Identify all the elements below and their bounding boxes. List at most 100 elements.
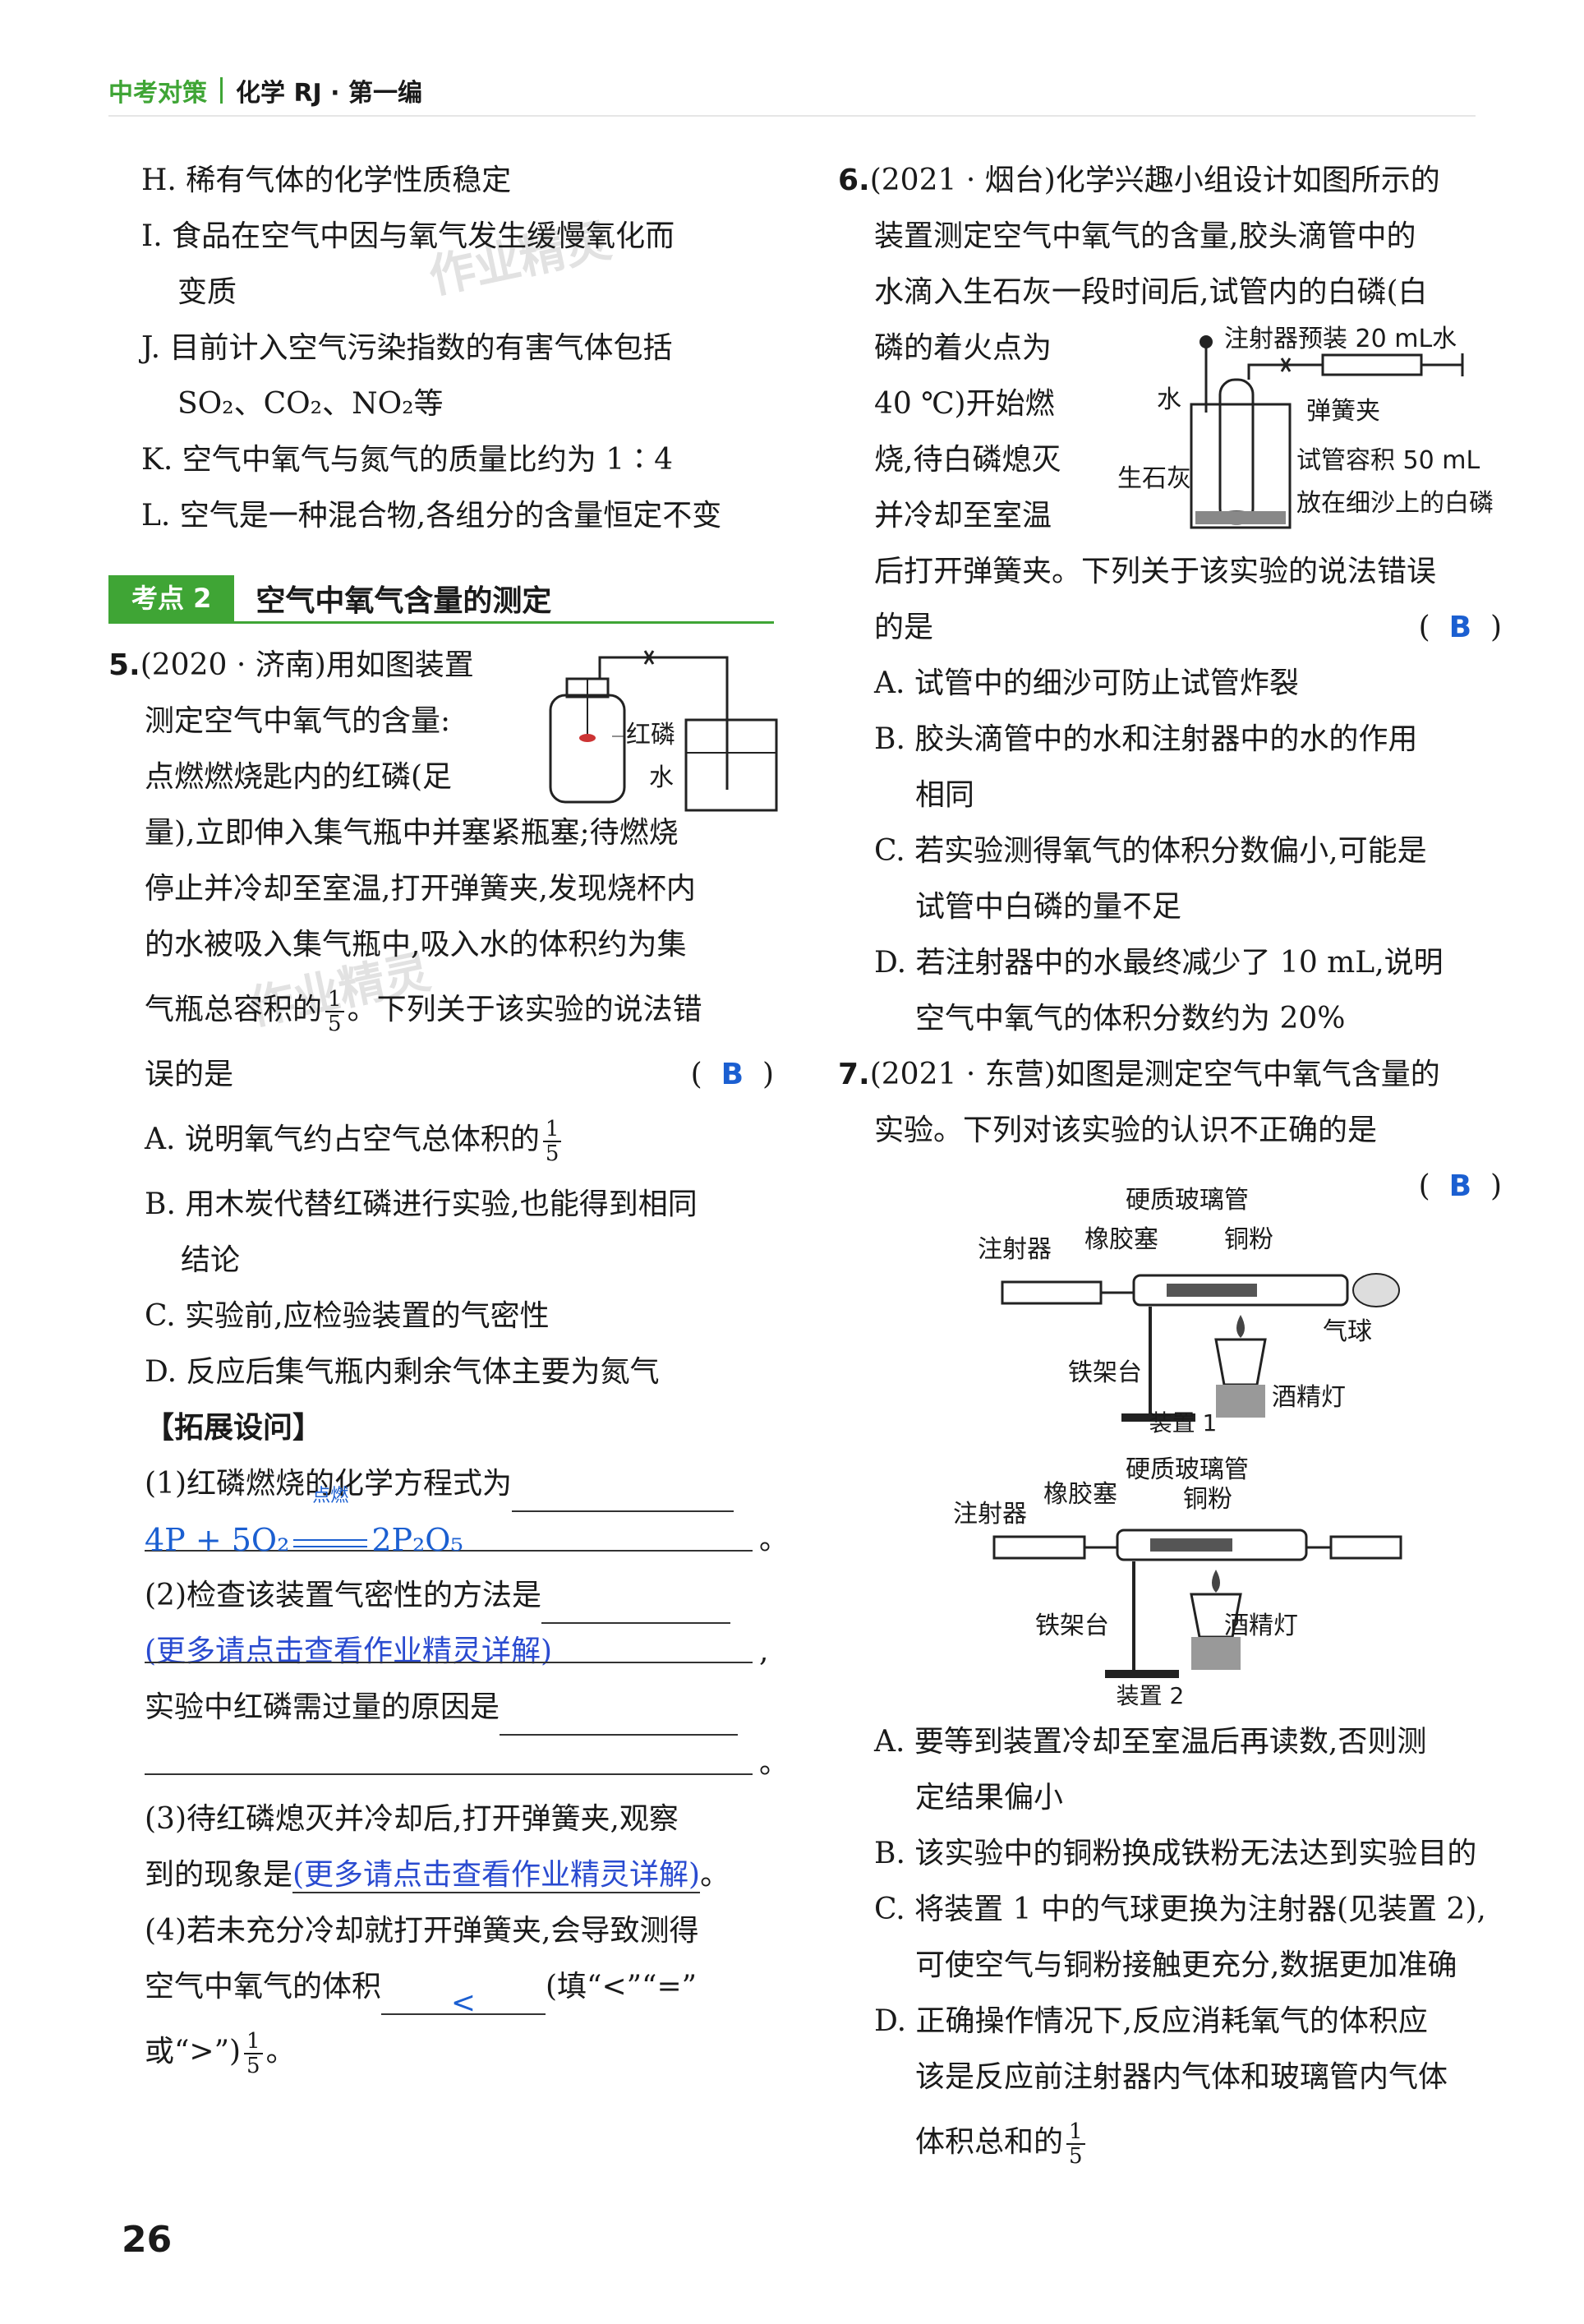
option-i: I. 食品在空气中因与氧气发生缓慢氧化而 [141,219,675,253]
q5-text: 停止并冷却至室温,打开弹簧夹,发现烧杯内 [145,872,696,906]
label-copper: 铜粉 [1183,1485,1232,1514]
q5-text: 的水被吸入集气瓶中,吸入水的体积约为集 [145,928,687,961]
question-5: 5.(2020 · 济南)用如图装置 测定空气中氧气的含量: 点燃燃烧匙内的红磷… [108,648,790,2078]
ext-q1: (1)红磷燃烧的化学方程式为 [145,1467,512,1501]
beaker [684,718,778,812]
figure-q7-device-1: 硬质玻璃管 注射器 橡胶塞 铜粉 气球 铁架台 酒精灯 [978,1186,1400,1422]
q7-option-a: A. 要等到装置冷却至室温后再读数,否则测 [874,1725,1427,1759]
q5-text: 误的是 [145,1058,234,1091]
answer-q5-4: < [381,1976,546,2020]
tube [598,656,729,790]
option-k: K. 空气中氧气与氮气的质量比约为 1∶4 [141,443,674,477]
caption-device-1: 装置 1 [1149,1409,1218,1436]
syringe [1001,1280,1103,1305]
syringe [1321,353,1423,376]
ext-q2: (2)检查该装置气密性的方法是 [145,1579,541,1612]
blank [541,1584,730,1624]
syringe [992,1535,1086,1560]
label-syringe: 注射器 [953,1500,1027,1529]
more-details-link[interactable]: (更多请点击查看作业精灵详解) [292,1858,701,1893]
section-header: 考点 2 空气中氧气含量的测定 [108,575,551,621]
balloon [1352,1273,1400,1307]
ext-q2b: 实验中红磷需过量的原因是 [145,1690,500,1724]
question-number: 5. [108,648,140,682]
label-stand: 铁架台 [1068,1358,1142,1387]
q6-option-a: A. 试管中的细沙可防止试管炸裂 [874,666,1299,700]
q6-text: (2021 · 烟台)化学兴趣小组设计如图所示的 [869,164,1440,197]
q6-text: 并冷却至室温 [874,499,1052,533]
label-tube: 试管容积 50 mL [1296,446,1480,475]
label-red-phosphorus: 红磷 [626,721,675,749]
right-column: 6.(2021 · 烟台)化学兴趣小组设计如图所示的 装置测定空气中氧气的含量,… [838,153,1502,1215]
beaker [1190,403,1292,529]
copper-powder [1167,1284,1257,1297]
label-quicklime: 生石灰 [1117,464,1191,493]
q6-text: 烧,待白磷熄灭 [874,443,1061,477]
q7-option-d: D. 正确操作情况下,反应消耗氧气的体积应 [874,2004,1428,2038]
header-divider [220,77,223,104]
glass-tube [1116,1529,1308,1561]
label-tube: 硬质玻璃管 [1126,1186,1249,1215]
q6-text: 水滴入生石灰一段时间后,试管内的白磷(白 [874,275,1428,309]
lamp [1214,1338,1267,1386]
left-column: H. 稀有气体的化学性质稳定 I. 食品在空气中因与氧气发生缓慢氧化而 变质 J… [141,153,774,544]
q6-option-d: D. 若注射器中的水最终减少了 10 mL,说明 [874,946,1444,980]
glass-tube [1132,1274,1349,1307]
option-l: L. 空气是一种混合物,各组分的含量恒定不变 [141,499,722,533]
ext-q4: (4)若未充分冷却就打开弹簧夹,会导致测得 [145,1914,699,1948]
blank [512,1473,734,1512]
answer-q7: B [1448,1169,1472,1203]
q6-text: 后打开弹簧夹。下列关于该实验的说法错误 [874,555,1437,588]
q6-text: 的是 [874,611,934,644]
figure-q6-apparatus: 注射器预装 20 mL水 水 弹簧夹 生石灰 试管容积 50 mL 放在细沙上的… [1117,325,1494,529]
label-stand: 铁架台 [1035,1612,1109,1640]
q5-option-a: A. 说明氧气约占空气总体积的 [145,1123,540,1156]
page-number: 26 [122,2219,173,2261]
q7-options: A. 要等到装置冷却至室温后再读数,否则测 定结果偏小 B. 该实验中的铜粉换成… [874,1725,1486,2169]
question-number: 7. [838,1058,870,1091]
q6-option-c: C. 若实验测得氧气的体积分数偏小,可能是 [874,834,1427,868]
label-water: 水 [649,763,674,792]
quicklime [1195,511,1286,524]
option-j: J. 目前计入空气污染指数的有害气体包括 [141,331,673,365]
label-stopper: 橡胶塞 [1084,1225,1158,1254]
subject-name: 化学 RJ · 第一编 [236,79,422,108]
q5-option-d: D. 反应后集气瓶内剩余气体主要为氮气 [145,1355,660,1389]
label-lamp: 酒精灯 [1224,1612,1298,1640]
answer-q6: B [1448,611,1472,644]
option-h: H. 稀有气体的化学性质稳定 [141,164,512,197]
q7-text: (2021 · 东营)如图是测定空气中氧气含量的 [869,1058,1440,1091]
ext-q4b: 空气中氧气的体积 [145,1970,382,2004]
label-phosphorus: 放在细沙上的白磷 [1296,489,1494,518]
q5-option-c: C. 实验前,应检验装置的气密性 [145,1299,550,1333]
question-number: 6. [838,164,870,197]
ext-q3b: 到的现象是 [145,1858,293,1892]
caption-device-2: 装置 2 [1116,1682,1185,1709]
label-clip: 弹簧夹 [1306,397,1380,426]
q6-option-b: B. 胶头滴管中的水和注射器中的水的作用 [874,722,1418,756]
blank [500,1696,739,1736]
label-stopper: 橡胶塞 [1043,1480,1117,1509]
figure-q5-apparatus: 红磷 水 [549,650,778,812]
q5-text: (2020 · 济南)用如图装置 [140,648,474,682]
option-j-cont: SO₂、CO₂、NO₂等 [177,387,444,421]
copper-powder [1150,1538,1232,1552]
q5-text: 气瓶总容积的 [145,993,323,1026]
ext-q3: (3)待红磷熄灭并冷却后,打开弹簧夹,观察 [145,1802,679,1836]
label-lamp: 酒精灯 [1272,1383,1346,1412]
label-balloon: 气球 [1323,1317,1372,1346]
answer-box: ( B ) [1418,1169,1502,1203]
blank [145,1624,753,1663]
answer-box: ( B ) [1418,611,1502,644]
q6-text: 40 ℃)开始燃 [874,387,1055,421]
q7-text: 实验。下列对该实验的认识不正确的是 [874,1114,1378,1147]
series-name: 中考对策 [108,79,207,108]
answer-q5: B [721,1058,744,1091]
spoon [579,734,596,742]
section-rule [108,621,774,624]
